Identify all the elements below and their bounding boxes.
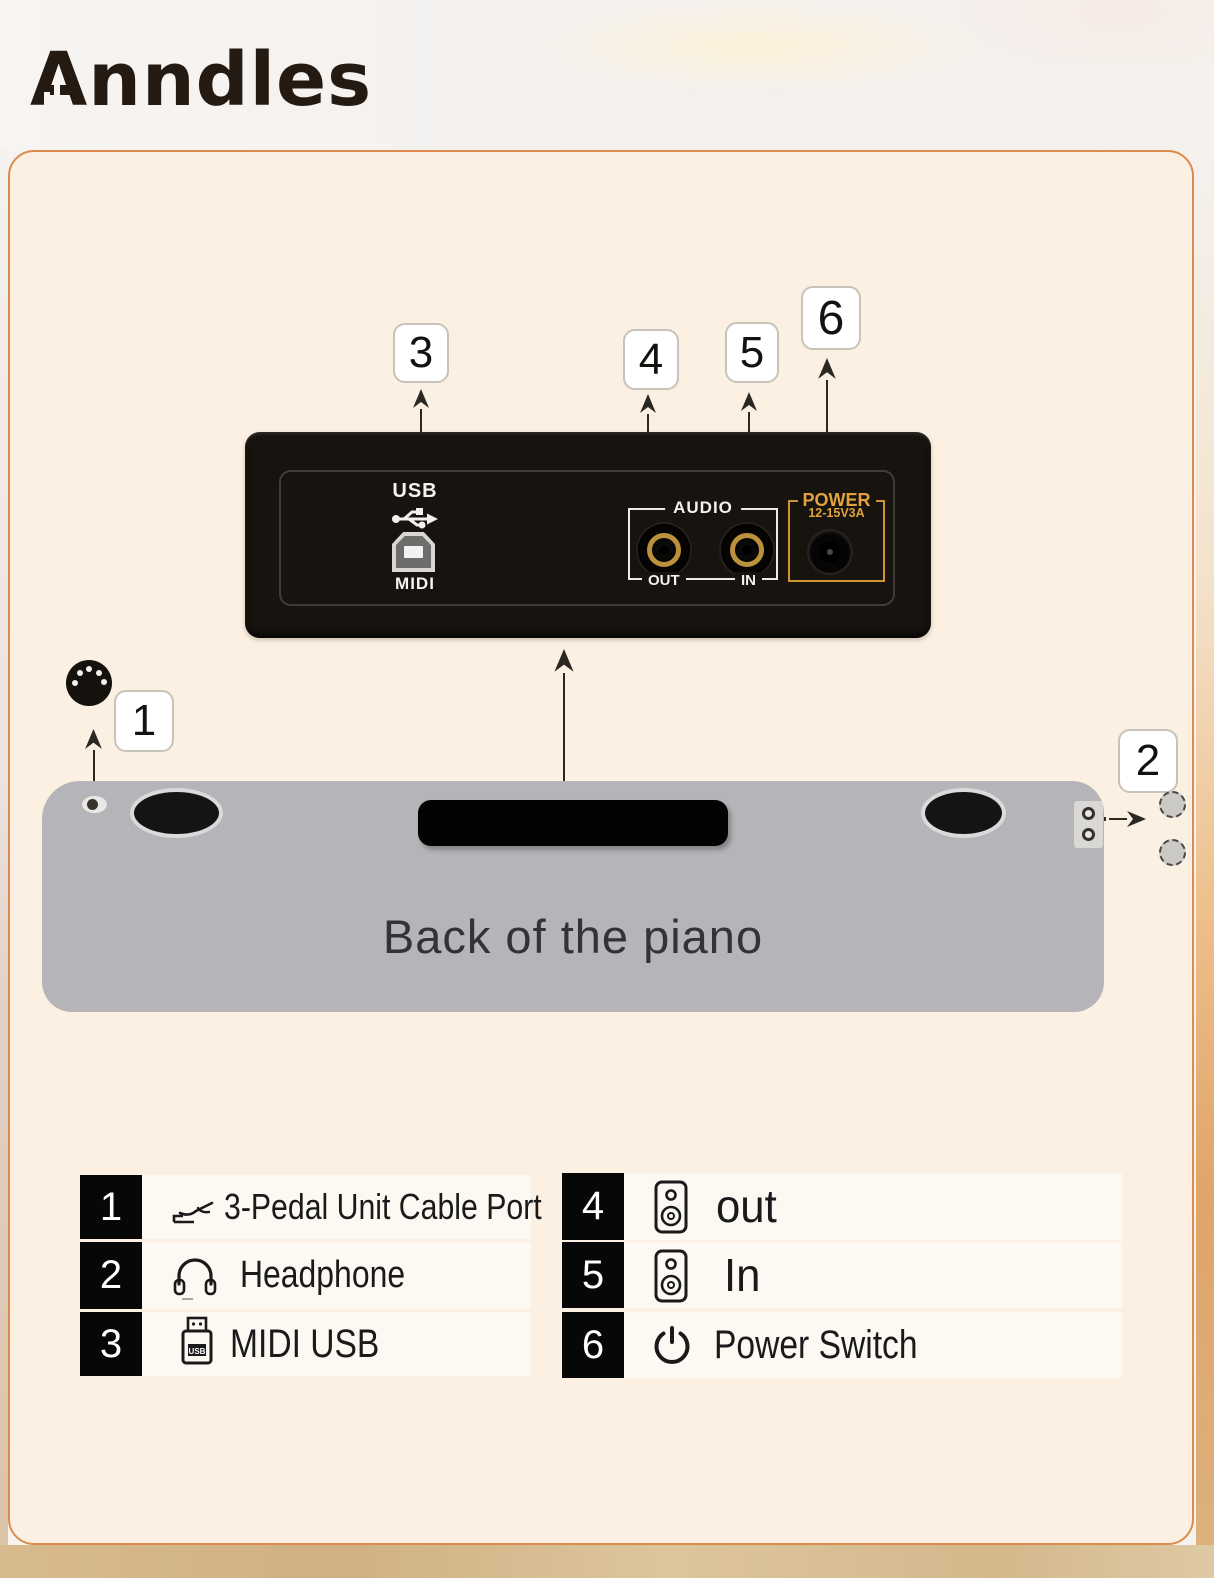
callout-6: 6 — [801, 286, 861, 350]
legend-label-6: Power Switch — [714, 1323, 918, 1367]
right-edge-gradient — [1196, 150, 1214, 1545]
brand-logo-text: Anndles — [30, 37, 373, 123]
audio-out-label: OUT — [642, 572, 686, 589]
logo-decoration-bar — [54, 82, 60, 118]
legend-number-6: 6 — [562, 1312, 624, 1378]
legend-number-5: 5 — [562, 1242, 624, 1308]
arrowhead-up-icon — [818, 358, 836, 379]
legend-label-2: Headphone — [240, 1254, 406, 1296]
legend-label-4: out — [716, 1180, 777, 1232]
usb-b-port-inner — [396, 536, 431, 568]
arrow-tail — [563, 673, 565, 781]
usb-trident-icon — [392, 508, 438, 529]
speaker-icon — [654, 1180, 688, 1234]
power-spec: 12-15V3A — [808, 506, 865, 520]
arrow-tail — [420, 409, 422, 433]
svg-text:USB: USB — [189, 1347, 206, 1356]
speaker-opening-left — [134, 792, 219, 834]
callout-5: 5 — [725, 322, 779, 383]
audio-out-jack-hole — [659, 545, 669, 555]
pedal-cable-port-hole — [87, 799, 98, 810]
legend-label-5: In — [724, 1249, 761, 1301]
legend-label-3: MIDI USB — [230, 1322, 380, 1366]
usb-b-port — [392, 532, 435, 572]
arrow-tail — [748, 412, 750, 433]
din-pin — [77, 670, 83, 676]
headphone-icon — [173, 1258, 217, 1300]
audio-label: AUDIO — [665, 498, 741, 518]
arrow-to-pedal-port — [84, 729, 103, 781]
arrowhead-up-icon — [640, 394, 656, 413]
bottom-band — [0, 1545, 1214, 1578]
power-icon — [654, 1326, 690, 1364]
headphone-jack-hole — [1082, 828, 1095, 841]
arrow-to-headphone-jacks — [1098, 810, 1147, 828]
speaker-icon — [654, 1249, 688, 1303]
arrow-to-audio-in — [740, 392, 758, 433]
logo-decoration-bar — [44, 92, 50, 118]
piano-caption: Back of the piano — [382, 910, 764, 963]
arrowhead-up-icon — [554, 649, 574, 672]
headphone-jack-marker — [1159, 839, 1186, 866]
left-edge-gradient — [0, 150, 8, 1545]
callout-1: 1 — [114, 690, 174, 752]
arrow-to-power — [817, 358, 837, 433]
dc-power-jack-pin — [827, 549, 833, 555]
pedal-cable-port — [82, 796, 107, 813]
audio-out-jack — [638, 524, 690, 576]
headphone-jack-marker — [1159, 791, 1186, 818]
midi-label: MIDI — [395, 574, 435, 593]
usb-label: USB — [392, 480, 438, 502]
legend-label-1: 3-Pedal Unit Cable Port — [224, 1186, 542, 1227]
legend-strip — [142, 1242, 531, 1309]
midi-din-connector — [66, 660, 112, 706]
connector-panel: USB MIDI AUDIO OUT IN POWER 12-15V3A — [245, 432, 931, 638]
power-label: POWER — [797, 490, 876, 511]
arrow-tail — [826, 380, 828, 433]
legend-strip — [624, 1312, 1122, 1378]
power-group-frame: POWER 12-15V3A — [788, 490, 885, 582]
din-pin — [72, 680, 78, 686]
legend-number-3: 3 — [80, 1312, 142, 1376]
arrowhead-right-icon — [1127, 811, 1146, 827]
arrow-piano-to-panel — [553, 649, 575, 781]
dc-power-jack — [809, 531, 851, 573]
legend-number-4: 4 — [562, 1173, 624, 1240]
audio-group-frame: AUDIO OUT IN — [628, 498, 778, 589]
legend-strip — [624, 1242, 1122, 1308]
audio-in-label: IN — [735, 572, 762, 589]
headphone-jack-hole — [1082, 807, 1095, 820]
arrow-to-audio-out — [639, 394, 657, 433]
top-background — [0, 0, 1214, 152]
audio-in-jack-hole — [742, 545, 752, 555]
connector-panel-recess — [279, 470, 895, 606]
legend-number-1: 1 — [80, 1175, 142, 1239]
legend-strip — [624, 1173, 1122, 1240]
brand-logo: Anndles — [30, 30, 450, 130]
piano-back: Back of the piano — [42, 781, 1104, 1012]
legend-number-2: 2 — [80, 1242, 142, 1309]
arrowhead-up-icon — [85, 729, 102, 749]
headphone-jack-plate — [1074, 801, 1103, 848]
arrowhead-up-icon — [741, 392, 757, 411]
arrow-tail — [647, 414, 649, 433]
audio-in-jack — [721, 524, 773, 576]
usb-drive-icon: USB — [181, 1316, 213, 1365]
arrowhead-up-icon — [413, 389, 429, 408]
callout-2: 2 — [1118, 729, 1178, 793]
din-pin — [101, 679, 107, 685]
arrow-tail — [92, 750, 95, 781]
usb-b-port-contact — [404, 546, 423, 558]
arrow-to-usb — [412, 389, 430, 433]
din-pin — [96, 670, 102, 676]
callout-4: 4 — [623, 329, 679, 390]
pedal-icon — [172, 1201, 214, 1224]
speaker-opening-right — [925, 792, 1002, 834]
arrow-tail — [1109, 818, 1127, 820]
din-pin — [86, 666, 92, 672]
callout-3: 3 — [393, 323, 449, 383]
connector-recess-slot — [418, 800, 728, 846]
